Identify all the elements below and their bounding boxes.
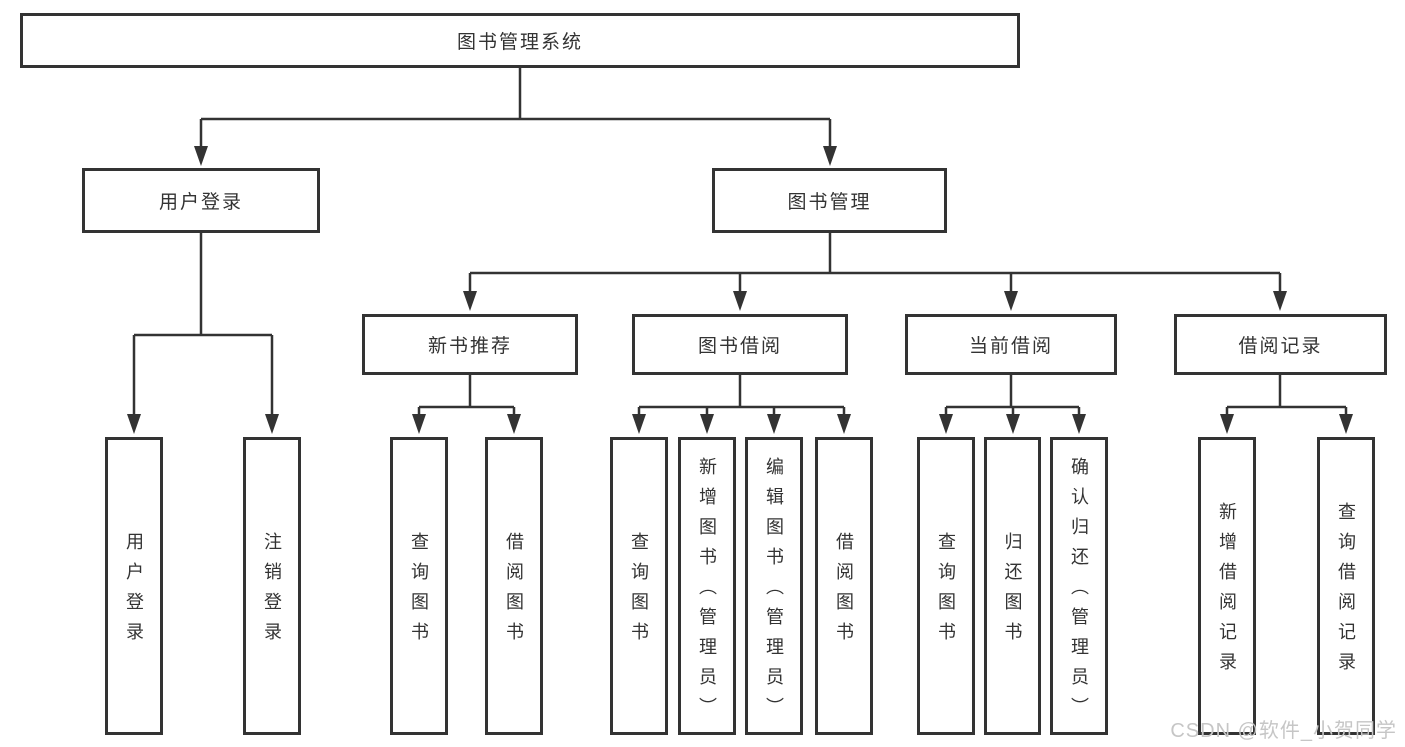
arrowhead-icon (507, 414, 521, 434)
node-label: 图书管理系统 (456, 32, 583, 53)
node-leaf-user-login: 用户登录 (105, 437, 163, 735)
node-bor-add-book: 新增图书（管理员） (678, 437, 736, 735)
watermark-text: CSDN @软件_小贺同学 (1170, 720, 1397, 742)
node-new-book-rec: 新书推荐 (362, 314, 578, 375)
node-label: 借阅图书 (834, 532, 854, 652)
node-label: 确认归还（管理员） (1069, 457, 1089, 727)
arrowhead-icon (733, 291, 747, 311)
arrowhead-icon (1339, 414, 1353, 434)
node-user-login-mod: 用户登录 (82, 168, 320, 233)
connector-path (1225, 375, 1348, 418)
node-label: 编辑图书（管理员） (764, 457, 784, 727)
arrowhead-icon (939, 414, 953, 434)
connector-path (132, 233, 274, 418)
node-bor-query-book: 查询图书 (610, 437, 668, 735)
node-label: 查询图书 (629, 532, 649, 652)
arrowhead-icon (412, 414, 426, 434)
node-label: 图书借阅 (697, 336, 782, 357)
arrowhead-icon (463, 291, 477, 311)
node-bor-edit-book: 编辑图书（管理员） (745, 437, 803, 735)
node-borrow-records: 借阅记录 (1174, 314, 1387, 375)
arrowhead-icon (700, 414, 714, 434)
node-log-query-record: 查询借阅记录 (1317, 437, 1375, 735)
node-label: 新增图书（管理员） (697, 457, 717, 727)
node-rec-borrow-book: 借阅图书 (485, 437, 543, 735)
connector-path (944, 375, 1081, 418)
arrowhead-icon (767, 414, 781, 434)
arrowhead-icon (127, 414, 141, 434)
arrowhead-icon (1004, 291, 1018, 311)
arrowhead-icon (1273, 291, 1287, 311)
node-book-mgmt: 图书管理 (712, 168, 947, 233)
connector-path (199, 68, 832, 150)
arrowhead-icon (194, 146, 208, 166)
arrowhead-icon (837, 414, 851, 434)
node-label: 借阅记录 (1238, 336, 1323, 357)
arrowhead-icon (823, 146, 837, 166)
node-label: 新增借阅记录 (1217, 502, 1237, 682)
node-label: 图书管理 (787, 192, 872, 213)
connector-path (417, 375, 516, 418)
arrowhead-icon (1072, 414, 1086, 434)
arrowhead-icon (265, 414, 279, 434)
node-label: 当前借阅 (968, 336, 1053, 357)
node-cur-return-book: 归还图书 (984, 437, 1041, 735)
node-label: 用户登录 (124, 532, 144, 652)
node-label: 归还图书 (1002, 532, 1023, 652)
node-book-borrow: 图书借阅 (632, 314, 848, 375)
node-cur-query-book: 查询图书 (917, 437, 975, 735)
node-label: 查询图书 (409, 532, 429, 652)
arrowhead-icon (632, 414, 646, 434)
node-current-borrow: 当前借阅 (905, 314, 1117, 375)
node-root: 图书管理系统 (20, 13, 1020, 68)
arrowhead-icon (1006, 414, 1020, 434)
connector-path (468, 233, 1282, 295)
node-label: 查询借阅记录 (1336, 502, 1356, 682)
node-log-add-record: 新增借阅记录 (1198, 437, 1256, 735)
arrowhead-icon (1220, 414, 1234, 434)
node-leaf-logout: 注销登录 (243, 437, 301, 735)
node-label: 查询图书 (936, 532, 956, 652)
node-label: 用户登录 (158, 192, 243, 213)
node-label: 新书推荐 (427, 336, 512, 357)
node-label: 借阅图书 (504, 532, 524, 652)
node-bor-borrow-book: 借阅图书 (815, 437, 873, 735)
node-label: 注销登录 (262, 532, 282, 652)
node-cur-confirm: 确认归还（管理员） (1050, 437, 1108, 735)
connector-path (637, 375, 846, 418)
node-rec-query-book: 查询图书 (390, 437, 448, 735)
